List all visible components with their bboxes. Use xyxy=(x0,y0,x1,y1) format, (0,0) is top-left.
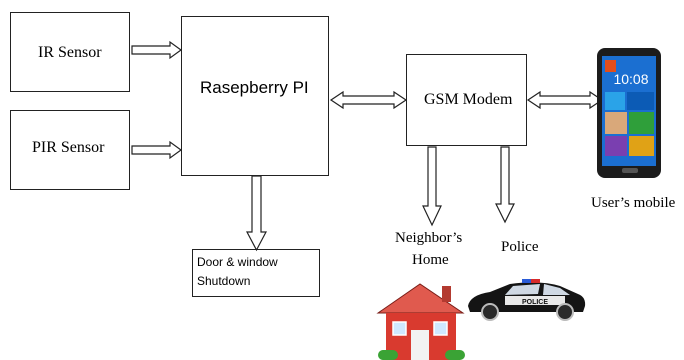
arrow-ir-to-pi xyxy=(131,40,183,60)
arrow-gsm-to-neighbor xyxy=(422,146,442,227)
gsm-modem-block: GSM Modem xyxy=(406,54,527,146)
gsm-modem-label: GSM Modem xyxy=(424,91,513,108)
arrow-pi-gsm xyxy=(329,90,408,110)
pir-sensor-block: PIR Sensor xyxy=(10,110,130,190)
police-car-icon: POLICE xyxy=(468,279,586,321)
arrow-gsm-mobile xyxy=(526,90,604,110)
raspberry-pi-label: Rasepberry PI xyxy=(200,78,309,97)
police-label: Police xyxy=(501,239,539,255)
arrow-pir-to-pi xyxy=(131,140,183,160)
pir-sensor-label: PIR Sensor xyxy=(32,139,105,156)
phone-time-text: 10:08 xyxy=(613,71,648,87)
door-window-label-line2: Shutdown xyxy=(197,274,251,288)
neighbors-home-label-line1: Neighbor’s xyxy=(395,230,463,246)
arrow-gsm-to-police xyxy=(495,146,515,224)
ir-sensor-label: IR Sensor xyxy=(38,44,102,61)
users-mobile-label: User’s mobile xyxy=(591,195,676,211)
house-icon xyxy=(376,283,465,360)
arrow-pi-to-door xyxy=(246,175,267,252)
door-window-block: Door & window Shutdown xyxy=(192,249,320,297)
ir-sensor-block: IR Sensor xyxy=(10,12,130,92)
door-window-label-line1: Door & window xyxy=(197,255,278,269)
smartphone-icon: 10:08 xyxy=(597,48,661,178)
police-car-text: POLICE xyxy=(522,299,548,306)
raspberry-pi-block: Rasepberry PI xyxy=(181,16,329,176)
neighbors-home-label-line2: Home xyxy=(412,252,449,268)
